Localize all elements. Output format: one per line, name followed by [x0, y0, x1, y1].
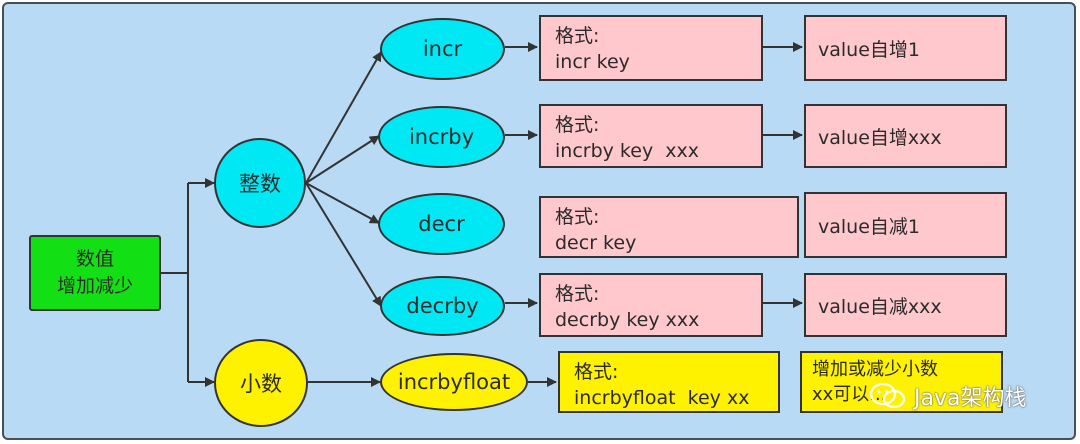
incr-format-label: 格式: [555, 25, 600, 47]
edge-integer-incr [305, 51, 382, 184]
incr-format-box: 格式: incr key [539, 15, 763, 81]
incr-node: incr [380, 18, 505, 80]
wechat-icon [869, 382, 906, 409]
decrby-format-value: decrby key xxx [555, 309, 700, 331]
incrby-result-box: value自增xxx [804, 104, 1007, 168]
decrby-format-label: 格式: [555, 283, 600, 305]
decrby-format-box: 格式: decrby key xxx [539, 273, 763, 337]
incrby-format-box: 格式: incrby key xxx [539, 104, 763, 168]
edge-integer-decr [305, 182, 380, 224]
decimal-node: 小数 [214, 339, 308, 427]
incrbyfloat-result-box: 增加或减少小数 xx可以... [800, 351, 1003, 413]
incrbyfloat-format-label: 格式: [574, 361, 619, 383]
root-node: 数值 增加减少 [29, 235, 161, 311]
incrbyfloat-node: incrbyfloat [380, 353, 528, 411]
incrbyfloat-format-box: 格式: incrbyfloat key xx [558, 351, 780, 413]
incrby-format-label: 格式: [555, 114, 600, 136]
root-label-line1: 数值 [75, 248, 114, 270]
edge-integer-incrby [305, 135, 380, 184]
incrby-node: incrby [378, 106, 505, 168]
incrby-format-value: incrby key xxx [555, 140, 699, 162]
decrby-result-box: value自减xxx [804, 273, 1007, 337]
incr-result-box: value自增1 [804, 15, 1007, 81]
decr-result-box: value自减1 [804, 192, 1007, 258]
incrbyfloat-format-value: incrbyfloat key xx [574, 387, 750, 409]
watermark-text: Java架构栈 [914, 386, 1027, 411]
decrby-node: decrby [380, 276, 505, 336]
incrbyfloat-result-line1: 增加或减少小数 [812, 359, 938, 380]
watermark: Java架构栈 [868, 380, 1026, 412]
decr-format-box: 格式: decr key [539, 196, 799, 258]
edge-integer-decrby [305, 182, 382, 307]
integer-node: 整数 [214, 138, 306, 228]
decr-format-label: 格式: [555, 206, 600, 228]
decr-format-value: decr key [555, 232, 637, 254]
incr-format-value: incr key [555, 51, 630, 73]
root-label-line2: 增加减少 [56, 275, 133, 297]
incrbyfloat-result-line2: xx可以... [812, 384, 887, 405]
decr-node: decr [378, 193, 505, 255]
